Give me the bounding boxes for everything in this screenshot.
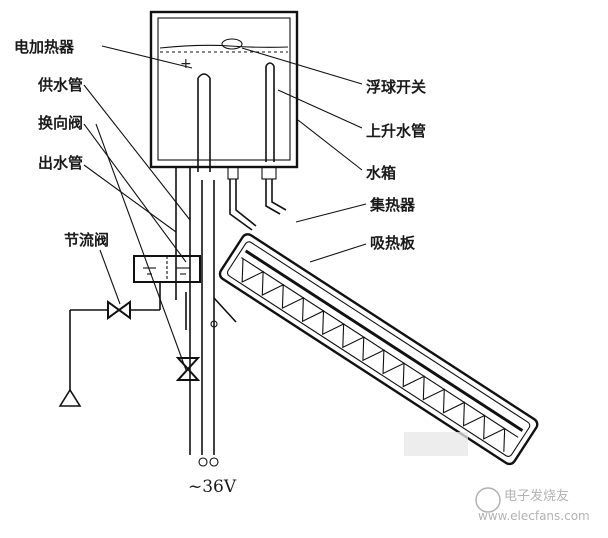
label-outlet-pipe: 出水管 <box>38 154 83 172</box>
watermark-site: 电子发烧友 <box>504 488 569 504</box>
watermark-blur <box>404 432 468 456</box>
label-voltage: ~36V <box>188 477 237 497</box>
electric-heater: + <box>180 56 211 172</box>
power-terminal-left <box>198 457 208 467</box>
label-collector: 集热器 <box>369 196 416 214</box>
solar-collector <box>218 233 539 466</box>
label-water-tank: 水箱 <box>366 164 396 182</box>
label-throttle-valve: 节流阀 <box>64 231 109 249</box>
hot-riser-pipe <box>265 179 287 215</box>
vertical-pipes <box>175 167 215 455</box>
supply-triangle <box>58 388 82 407</box>
label-supply-pipe: 供水管 <box>37 76 83 94</box>
power-switch <box>198 297 237 467</box>
reversing-valve-symbol <box>133 255 201 283</box>
power-terminal-right <box>209 457 219 467</box>
throttle-valve-symbol <box>69 282 161 390</box>
water-tank <box>149 10 299 169</box>
svg-text:+: + <box>180 56 192 72</box>
label-float-switch: 浮球开关 <box>366 78 426 96</box>
tank-outlet-connector <box>227 166 239 180</box>
leader-lines <box>83 45 367 371</box>
supply-valve-symbol <box>175 357 201 381</box>
riser-pipe-inner <box>265 62 275 162</box>
label-reversing-valve: 换向阀 <box>38 114 83 132</box>
absorber-plate <box>244 249 524 432</box>
tank-riser-connector <box>261 166 277 180</box>
collector-fins <box>241 258 506 452</box>
label-heater: 电加热器 <box>14 38 75 56</box>
watermark-url: www.elecfans.com <box>478 509 590 523</box>
label-riser-pipe: 上升水管 <box>366 122 426 140</box>
watermark: 电子发烧友 www.elecfans.com <box>404 432 590 523</box>
cold-return-pipe <box>229 179 257 231</box>
watermark-logo-icon <box>475 487 501 513</box>
label-absorber-plate: 吸热板 <box>370 234 416 252</box>
